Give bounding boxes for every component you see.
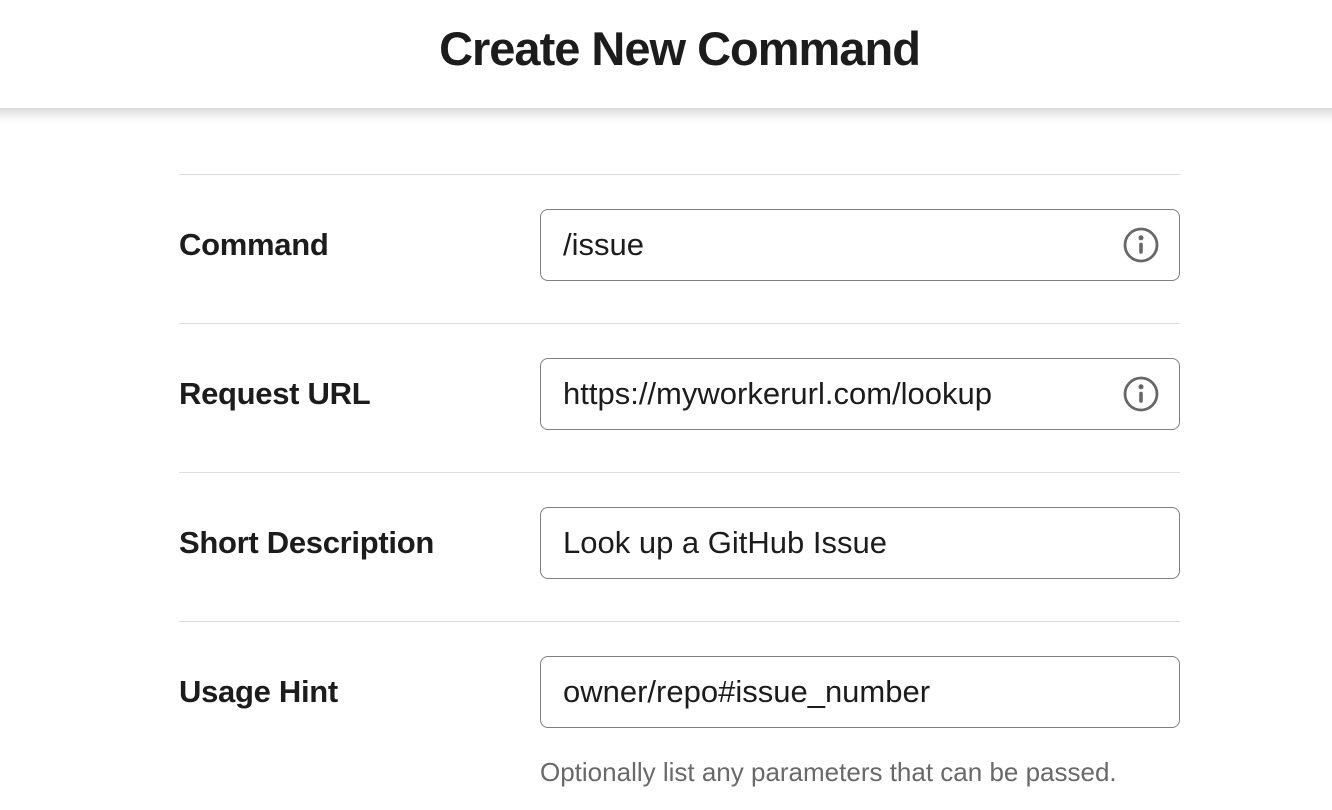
request-url-input[interactable]	[540, 358, 1180, 430]
header-shadow	[0, 108, 1332, 124]
usage-hint-input-wrap	[540, 656, 1180, 728]
create-command-form: Command Request URL	[179, 174, 1180, 788]
command-label: Command	[179, 227, 329, 262]
form-row-request-url: Request URL	[179, 323, 1180, 472]
usage-hint-label: Usage Hint	[179, 674, 338, 709]
short-description-input-wrap	[540, 507, 1180, 579]
short-description-label: Short Description	[179, 525, 434, 560]
form-row-usage-hint: Usage Hint	[179, 621, 1180, 728]
short-description-input[interactable]	[540, 507, 1180, 579]
command-input[interactable]	[540, 209, 1180, 281]
form-row-short-description: Short Description	[179, 472, 1180, 621]
usage-hint-input[interactable]	[540, 656, 1180, 728]
request-url-label: Request URL	[179, 376, 371, 411]
form-row-command: Command	[179, 174, 1180, 323]
request-url-input-wrap	[540, 358, 1180, 430]
usage-hint-help-text: Optionally list any parameters that can …	[540, 757, 1117, 787]
page-header: Create New Command	[0, 0, 1332, 108]
command-input-wrap	[540, 209, 1180, 281]
info-icon[interactable]	[1122, 375, 1160, 413]
info-icon[interactable]	[1122, 226, 1160, 264]
page-title: Create New Command	[439, 22, 921, 75]
